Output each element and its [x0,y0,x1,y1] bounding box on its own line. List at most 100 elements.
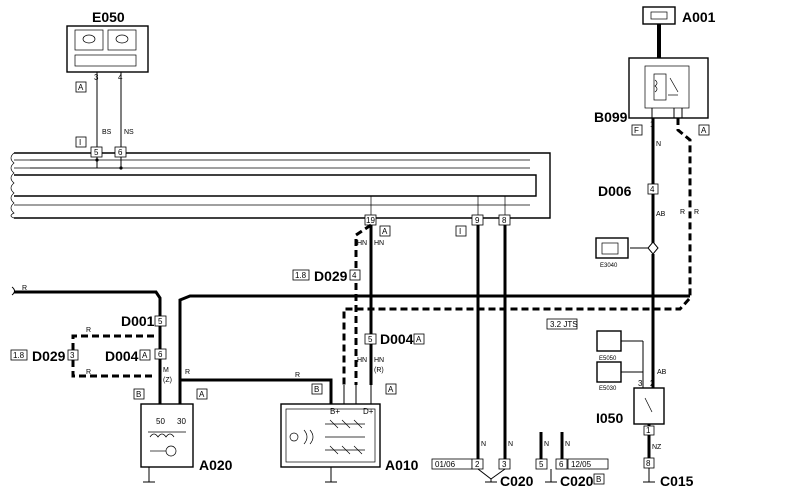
svg-text:A: A [142,351,148,360]
a020-starter: 50 30 A020 [140,403,233,483]
svg-text:R: R [694,209,699,216]
svg-text:6: 6 [118,148,123,157]
svg-text:4: 4 [352,271,357,280]
a020-label: A020 [199,457,233,473]
svg-text:R: R [295,372,300,379]
svg-text:M: M [163,367,169,374]
svg-text:HN: HN [374,240,384,247]
svg-text:6: 6 [559,460,564,469]
svg-text:4: 4 [650,185,655,194]
svg-text:HN: HN [374,357,384,364]
d029-label-left: D029 [32,348,66,364]
svg-text:B: B [136,390,141,399]
svg-text:1.8: 1.8 [13,351,25,360]
c020-ground-b: N N 5 6 12/05 C020 B [535,432,609,489]
svg-text:AB: AB [656,211,666,218]
svg-text:8: 8 [646,459,651,468]
fuel-pump-icon [601,242,619,255]
svg-text:5: 5 [158,317,163,326]
svg-text:I: I [459,227,461,236]
svg-text:AB: AB [657,369,667,376]
svg-text:3: 3 [94,73,99,82]
svg-text:I: I [79,138,81,147]
svg-text:(Z): (Z) [163,377,172,384]
svg-text:N: N [544,441,549,448]
svg-text:E3040: E3040 [600,263,618,269]
a010-alternator: B+ D+ A010 [280,385,419,483]
svg-text:HN: HN [357,240,367,247]
svg-text:N: N [565,441,570,448]
svg-text:BS: BS [102,129,112,136]
c020-label-a: C020 [500,473,534,489]
alternator-feed: 19 A HN HN 1.8 D029 4 5 D004 A HN HN (R)… [292,196,425,395]
d004-label-right: D004 [380,331,414,347]
d006-label: D006 [598,183,632,199]
svg-text:A: A [701,126,707,135]
svg-text:1.8: 1.8 [295,271,307,280]
svg-text:8: 8 [502,216,507,225]
svg-text:3: 3 [502,460,507,469]
svg-text:A: A [416,335,422,344]
svg-text:2: 2 [475,460,480,469]
svg-text:NS: NS [124,129,134,136]
svg-text:A: A [388,385,394,394]
svg-text:NZ: NZ [652,444,662,451]
a001-battery: A001 [642,6,716,58]
svg-text:(R): (R) [374,367,384,374]
svg-text:R: R [185,369,190,376]
svg-text:01/06: 01/06 [435,460,456,469]
stator-icon [289,432,299,442]
svg-text:N: N [481,441,486,448]
svg-text:R: R [86,327,91,334]
e050-switch: E050 3 4 A BS NS I 5 6 [30,9,149,170]
svg-text:E5050: E5050 [599,356,617,362]
a010-label: A010 [385,457,419,473]
beam-icon [115,34,129,44]
d029-label-top: D029 [314,268,348,284]
svg-text:R: R [22,285,27,292]
svg-text:6: 6 [158,350,163,359]
svg-text:A: A [382,227,388,236]
b099-label: B099 [594,109,628,125]
e050-label: E050 [92,9,125,25]
svg-text:A: A [78,83,84,92]
jts-variant: 3.2 JTS [550,320,578,329]
svg-text:5: 5 [94,148,99,157]
svg-text:B+: B+ [330,407,340,416]
svg-text:B: B [596,475,601,484]
svg-text:30: 30 [177,417,186,426]
svg-text:N: N [656,141,661,148]
b099-relay: B099 1 F A [594,57,710,136]
svg-text:5: 5 [539,460,544,469]
i050-switch: E5050 E5030 AB 3 2 I050 1 NZ 8 C015 [596,330,694,489]
r-supply-wire: R B [178,294,690,404]
a001-label: A001 [682,9,716,25]
svg-text:F: F [634,126,639,135]
svg-text:R: R [680,209,685,216]
svg-text:9: 9 [475,216,480,225]
svg-text:2: 2 [650,379,655,388]
c015-label: C015 [660,473,694,489]
i050-label: I050 [596,410,623,426]
d006-branch: N D006 4 AB E3040 [595,118,666,388]
svg-text:A: A [199,390,205,399]
svg-text:N: N [508,441,513,448]
d001-label: D001 [121,313,155,329]
d004-label-left: D004 [105,348,139,364]
svg-text:12/05: 12/05 [571,460,592,469]
svg-text:4: 4 [118,73,123,82]
svg-text:19: 19 [366,216,375,225]
svg-text:50: 50 [156,417,165,426]
svg-text:3: 3 [70,351,75,360]
svg-text:B: B [314,385,319,394]
svg-text:1: 1 [646,426,651,435]
svg-text:5: 5 [368,335,373,344]
starter-feed: R D001 5 1.8 D029 3 R R D004 A 6 M (Z) B… [10,285,208,404]
svg-text:D+: D+ [363,407,374,416]
svg-text:3: 3 [638,379,643,388]
harness-bundle [10,152,551,219]
svg-text:R: R [86,369,91,376]
headlamp-icon [82,34,96,44]
c020-label-b: C020 [560,473,594,489]
